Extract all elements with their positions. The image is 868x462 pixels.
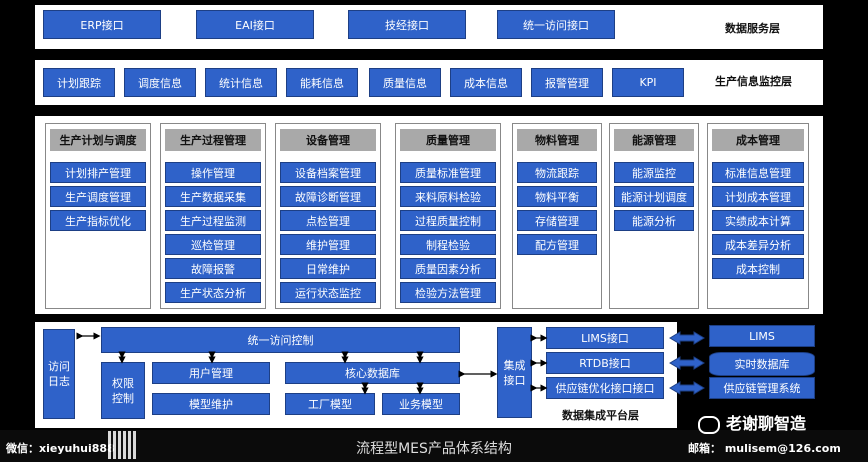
core-item-logistics-tracking[interactable]: 物流跟踪 xyxy=(517,162,597,183)
column-title: 质量管理 xyxy=(400,129,496,151)
unified-access-interface-button[interactable]: 统一访问接口 xyxy=(497,10,615,39)
diagram-title: 流程型MES产品体系结构 xyxy=(356,441,512,457)
core-item-quality-factors[interactable]: 质量因素分析 xyxy=(400,258,496,279)
monitor-item-quality-info[interactable]: 质量信息 xyxy=(369,68,441,97)
core-item-energy-monitor[interactable]: 能源监控 xyxy=(614,162,694,183)
core-item-daily-maintenance[interactable]: 日常维护 xyxy=(280,258,376,279)
column-cost-mgmt: 成本管理 标准信息管理 计划成本管理 实绩成本计算 成本差异分析 成本控制 xyxy=(707,123,809,309)
qr-code-icon xyxy=(108,431,136,459)
platform-layer-label: 数据集成平台层 xyxy=(562,409,639,422)
brand-text: 老谢聊智造 xyxy=(726,414,807,433)
monitor-item-energy-info[interactable]: 能耗信息 xyxy=(286,68,358,97)
wechat-id: 微信：xieyuhui888 xyxy=(6,442,115,455)
data-service-layer: ERP接口 EAI接口 技经接口 统一访问接口 数据服务层 xyxy=(35,5,823,49)
core-item-inspection[interactable]: 巡检管理 xyxy=(165,234,261,255)
column-title: 能源管理 xyxy=(614,129,694,151)
monitor-layer: 计划跟踪 调度信息 统计信息 能耗信息 质量信息 成本信息 报警管理 KPI 生… xyxy=(35,60,823,105)
core-item-incoming-inspection[interactable]: 来料原料检验 xyxy=(400,186,496,207)
contact-email: 邮箱： mulisem@126.com xyxy=(688,442,841,455)
core-item-plan-scheduling[interactable]: 计划排产管理 xyxy=(50,162,146,183)
monitor-item-alarm-mgmt[interactable]: 报警管理 xyxy=(531,68,603,97)
core-item-status-analysis[interactable]: 生产状态分析 xyxy=(165,282,261,303)
core-database-box[interactable]: 核心数据库 xyxy=(285,362,460,384)
user-mgmt-box[interactable]: 用户管理 xyxy=(152,362,270,384)
rtdb-interface-box[interactable]: RTDB接口 xyxy=(546,352,664,374)
brand-watermark: 老谢聊智造 xyxy=(698,410,806,434)
core-item-cost-control[interactable]: 成本控制 xyxy=(712,258,804,279)
core-item-spot-check[interactable]: 点检管理 xyxy=(280,210,376,231)
core-item-actual-cost[interactable]: 实绩成本计算 xyxy=(712,210,804,231)
core-item-inspection-methods[interactable]: 检验方法管理 xyxy=(400,282,496,303)
eai-interface-button[interactable]: EAI接口 xyxy=(196,10,314,39)
core-item-fault-diagnosis[interactable]: 故障诊断管理 xyxy=(280,186,376,207)
core-item-indicator-opt[interactable]: 生产指标优化 xyxy=(50,210,146,231)
core-layer-label: 核心业务层 xyxy=(831,180,843,249)
core-item-runtime-monitor[interactable]: 运行状态监控 xyxy=(280,282,376,303)
core-item-material-balance[interactable]: 物料平衡 xyxy=(517,186,597,207)
column-process-mgmt: 生产过程管理 操作管理 生产数据采集 生产过程监测 巡检管理 故障报警 生产状态… xyxy=(160,123,266,309)
monitor-item-dispatch-info[interactable]: 调度信息 xyxy=(124,68,196,97)
core-item-standard-info[interactable]: 标准信息管理 xyxy=(712,162,804,183)
tech-econ-interface-button[interactable]: 技经接口 xyxy=(348,10,466,39)
core-item-recipe-mgmt[interactable]: 配方管理 xyxy=(517,234,597,255)
column-title: 物料管理 xyxy=(517,129,597,151)
core-item-dispatch-mgmt[interactable]: 生产调度管理 xyxy=(50,186,146,207)
column-quality-mgmt: 质量管理 质量标准管理 来料原料检验 过程质量控制 制程检验 质量因素分析 检验… xyxy=(395,123,501,309)
core-item-equipment-records[interactable]: 设备档案管理 xyxy=(280,162,376,183)
core-layer: 生产计划与调度 计划排产管理 生产调度管理 生产指标优化 生产过程管理 操作管理… xyxy=(35,116,823,314)
integration-interface-box[interactable]: 集成接口 xyxy=(497,327,532,418)
core-item-in-process-inspection[interactable]: 制程检验 xyxy=(400,234,496,255)
monitor-item-cost-info[interactable]: 成本信息 xyxy=(450,68,522,97)
column-equipment-mgmt: 设备管理 设备档案管理 故障诊断管理 点检管理 维护管理 日常维护 运行状态监控 xyxy=(275,123,381,309)
monitor-item-stats-info[interactable]: 统计信息 xyxy=(205,68,277,97)
core-item-maintenance[interactable]: 维护管理 xyxy=(280,234,376,255)
column-material-mgmt: 物料管理 物流跟踪 物料平衡 存储管理 配方管理 xyxy=(512,123,602,309)
access-log-box[interactable]: 访问日志 xyxy=(43,329,75,419)
core-item-energy-scheduling[interactable]: 能源计划调度 xyxy=(614,186,694,207)
core-item-planned-cost[interactable]: 计划成本管理 xyxy=(712,186,804,207)
business-model-box[interactable]: 业务模型 xyxy=(382,393,460,415)
unified-access-control-box[interactable]: 统一访问控制 xyxy=(101,327,460,353)
core-item-process-quality[interactable]: 过程质量控制 xyxy=(400,210,496,231)
model-maint-box[interactable]: 模型维护 xyxy=(152,393,270,415)
core-item-cost-variance[interactable]: 成本差异分析 xyxy=(712,234,804,255)
column-title: 生产计划与调度 xyxy=(50,129,146,151)
realtime-database-system[interactable]: 实时数据库 xyxy=(709,352,815,376)
column-title: 设备管理 xyxy=(280,129,376,151)
core-item-storage-mgmt[interactable]: 存储管理 xyxy=(517,210,597,231)
erp-interface-button[interactable]: ERP接口 xyxy=(43,10,161,39)
footer-bar xyxy=(0,430,868,462)
core-item-process-monitor[interactable]: 生产过程监测 xyxy=(165,210,261,231)
monitor-item-kpi[interactable]: KPI xyxy=(612,68,684,97)
lims-system[interactable]: LIMS xyxy=(709,325,815,347)
column-production-plan: 生产计划与调度 计划排产管理 生产调度管理 生产指标优化 xyxy=(45,123,151,309)
wechat-logo-icon xyxy=(698,415,720,434)
monitor-layer-label: 生产信息监控层 xyxy=(715,75,792,88)
column-title: 成本管理 xyxy=(712,129,804,151)
core-item-quality-standards[interactable]: 质量标准管理 xyxy=(400,162,496,183)
column-title: 生产过程管理 xyxy=(165,129,261,151)
core-item-fault-alarm[interactable]: 故障报警 xyxy=(165,258,261,279)
monitor-item-plan-tracking[interactable]: 计划跟踪 xyxy=(43,68,115,97)
core-item-operation[interactable]: 操作管理 xyxy=(165,162,261,183)
supply-chain-system[interactable]: 供应链管理系统 xyxy=(709,377,815,399)
data-service-layer-label: 数据服务层 xyxy=(725,22,780,35)
lims-interface-box[interactable]: LIMS接口 xyxy=(546,327,664,349)
column-energy-mgmt: 能源管理 能源监控 能源计划调度 能源分析 xyxy=(609,123,699,309)
core-item-energy-analysis[interactable]: 能源分析 xyxy=(614,210,694,231)
core-item-data-collection[interactable]: 生产数据采集 xyxy=(165,186,261,207)
factory-model-box[interactable]: 工厂模型 xyxy=(285,393,375,415)
